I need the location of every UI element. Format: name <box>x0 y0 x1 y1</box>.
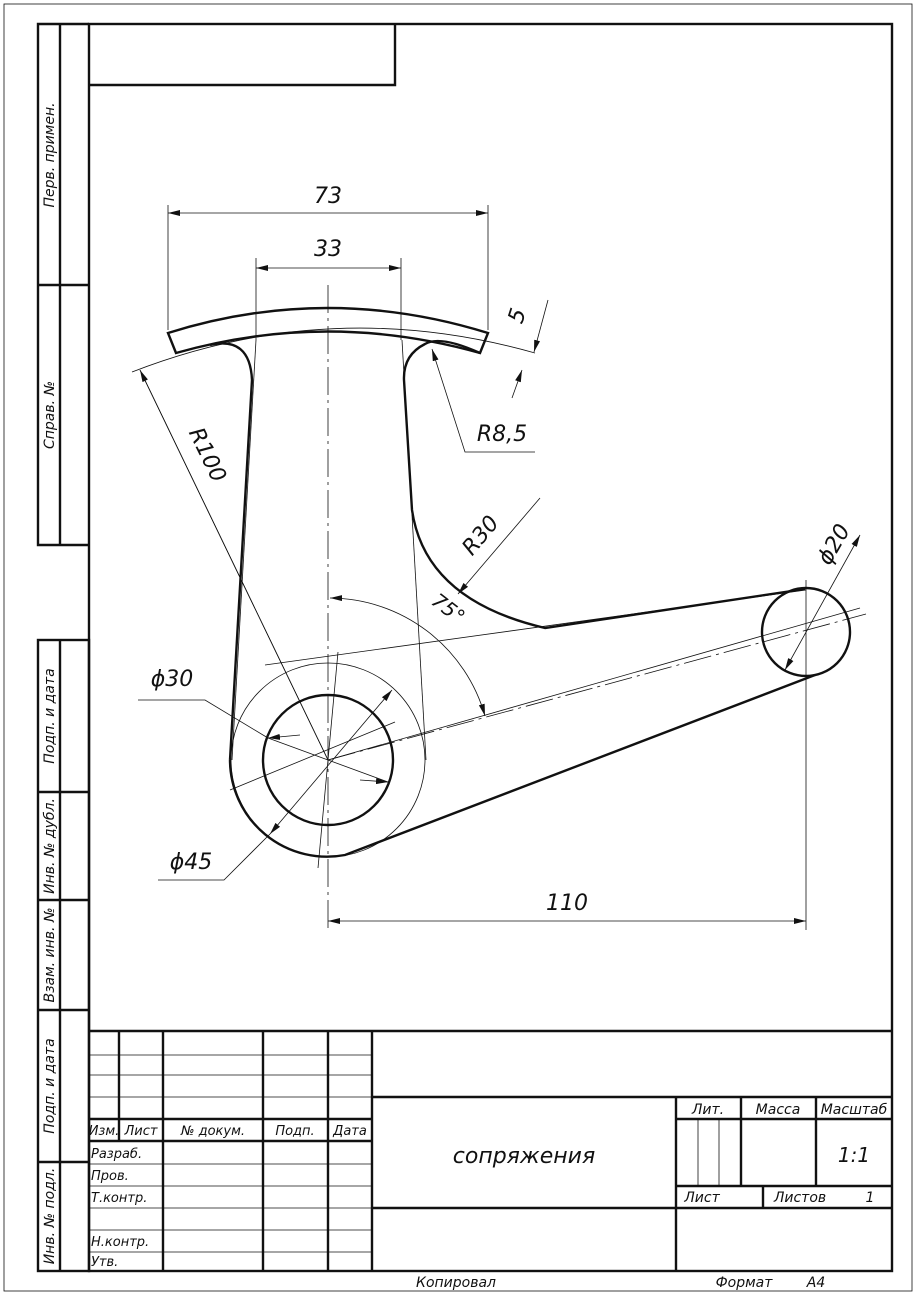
dim-text-r8-5: R8,5 <box>477 422 527 447</box>
dimension-diameter-20: ϕ20 <box>784 520 861 671</box>
construction-lines <box>131 327 861 858</box>
dimension-5: 5 <box>504 299 549 399</box>
dim-text-r30: R30 <box>458 511 505 560</box>
left-stamp-strip: Перв. примен. Справ. № Подп. и дата Инв.… <box>36 22 91 1273</box>
stamp-inv-dubl: Инв. № дубл. <box>42 798 58 894</box>
tb-data: Дата <box>332 1124 367 1139</box>
title-block: Изм. Лист № докум. Подп. Дата Разраб. Пр… <box>89 1029 892 1271</box>
drawing-frame <box>87 22 894 1273</box>
dimension-33: 33 <box>255 237 402 340</box>
stamp-sprav-no: Справ. № <box>42 381 58 449</box>
tb-prov: Пров. <box>91 1169 129 1184</box>
footer-format-label: Формат <box>716 1275 774 1291</box>
tb-no-dokum: № докум. <box>180 1124 245 1139</box>
tb-sheets-label: Листов <box>773 1190 826 1206</box>
stamp-podp-data-2: Подп. и дата <box>42 1038 58 1133</box>
dimension-r8-5: R8,5 <box>431 348 535 453</box>
dim-text-diameter-30: ϕ30 <box>151 667 194 692</box>
dim-text-110: 110 <box>546 891 588 916</box>
stamp-podp-data-1: Подп. и дата <box>42 668 58 763</box>
dim-text-5: 5 <box>504 305 532 326</box>
sheet-trim-border <box>3 3 913 1292</box>
tb-masshtab: Масштаб <box>821 1102 888 1118</box>
tb-n-kontr: Н.контр. <box>91 1235 149 1250</box>
dimension-r30: R30 <box>458 497 541 595</box>
footer-format-value: А4 <box>806 1275 825 1291</box>
top-left-designation-box <box>89 24 397 87</box>
dim-text-73: 73 <box>314 184 342 209</box>
tb-utv: Утв. <box>91 1255 118 1270</box>
dim-text-33: 33 <box>314 237 342 262</box>
tb-list: Лист <box>124 1124 158 1139</box>
tb-massa: Масса <box>756 1102 801 1118</box>
tb-scale-value: 1:1 <box>838 1143 870 1167</box>
stamp-inv-podl: Инв. № подл. <box>42 1168 58 1265</box>
dim-text-diameter-20: ϕ20 <box>813 520 856 569</box>
dim-text-r100: R100 <box>183 424 231 486</box>
tb-razrab: Разраб. <box>91 1147 142 1162</box>
tb-sheets-value: 1 <box>866 1190 875 1206</box>
dimension-diameter-45: ϕ45 <box>158 689 393 881</box>
stamp-vzam-inv: Взам. инв. № <box>42 907 58 1002</box>
dim-text-diameter-45: ϕ45 <box>170 850 213 875</box>
dimension-angle-75: 75° <box>329 588 486 717</box>
footer-kopiroval: Копировал <box>416 1275 496 1291</box>
tb-lit: Лит. <box>691 1102 724 1118</box>
stamp-perv-primen: Перв. примен. <box>42 102 58 207</box>
part-outline <box>166 306 852 858</box>
tb-t-kontr: Т.контр. <box>91 1191 147 1206</box>
tb-izm: Изм. <box>89 1124 120 1139</box>
tb-podp: Подп. <box>275 1124 314 1139</box>
dimension-110: 110 <box>328 891 806 924</box>
dimension-73: 73 <box>167 184 489 330</box>
tb-drawing-name: сопряжения <box>453 1144 595 1169</box>
tb-sheet-label: Лист <box>683 1190 720 1206</box>
